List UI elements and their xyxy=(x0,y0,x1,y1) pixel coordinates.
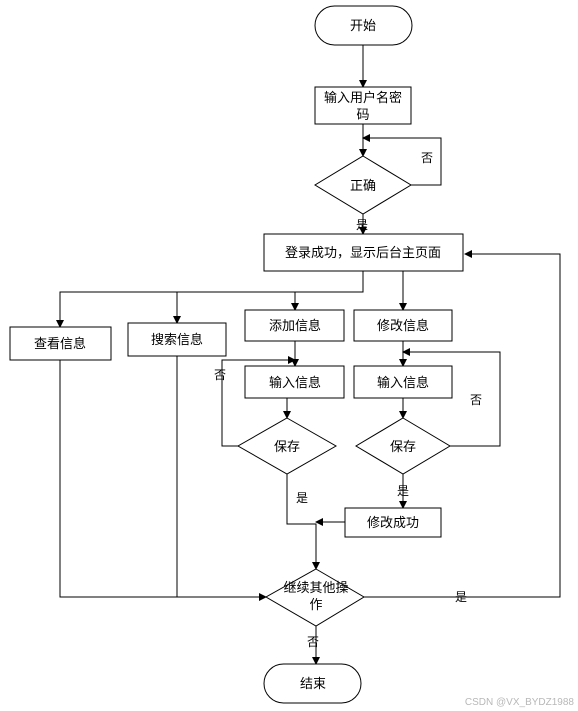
input-user-label-line2: 码 xyxy=(356,108,369,123)
node-view-info: 查看信息 xyxy=(9,326,112,361)
node-end: 结束 xyxy=(263,663,362,704)
input-info-modify-label: 输入信息 xyxy=(377,375,429,391)
modify-info-box xyxy=(353,309,453,342)
node-add-info: 添加信息 xyxy=(244,309,345,342)
edge-save-add-yes xyxy=(286,474,320,570)
continue-diamond xyxy=(264,568,365,627)
node-input-user: 输入用户名密 码 xyxy=(314,86,412,125)
edge-label-no-login: 否 xyxy=(421,151,433,165)
search-info-box xyxy=(127,322,227,357)
start-terminator xyxy=(314,5,413,46)
node-save-add: 保存 xyxy=(236,417,338,475)
continue-label-line2: 作 xyxy=(309,598,322,613)
input-info-add-label: 输入信息 xyxy=(269,375,321,391)
node-modify-info: 修改信息 xyxy=(353,309,453,342)
add-info-box xyxy=(244,309,345,342)
node-check-correct: 正确 xyxy=(314,155,412,215)
edge-label-yes-save-add: 是 xyxy=(296,491,308,505)
start-label: 开始 xyxy=(350,19,376,34)
edge-check-no-loop xyxy=(362,134,442,186)
modify-info-label: 修改信息 xyxy=(377,318,429,334)
edge-label-yes-login: 是 xyxy=(356,218,368,232)
node-modify-success: 修改成功 xyxy=(344,507,442,538)
input-user-label-line1: 输入用户名密 xyxy=(324,90,402,106)
node-search-info: 搜索信息 xyxy=(127,322,227,357)
edge-save-add-no xyxy=(221,356,296,447)
node-input-info-modify: 输入信息 xyxy=(353,365,453,399)
save-modify-diamond xyxy=(355,417,451,475)
node-save-modify: 保存 xyxy=(355,417,451,475)
node-login-success: 登录成功，显示后台主页面 xyxy=(263,233,464,272)
edge-label-yes-save-modify: 是 xyxy=(397,484,409,498)
node-input-info-add: 输入信息 xyxy=(244,365,345,399)
connectors xyxy=(56,45,561,665)
search-info-label: 搜索信息 xyxy=(151,332,203,348)
check-correct-diamond xyxy=(314,155,412,215)
node-start: 开始 xyxy=(314,5,413,46)
input-info-modify-box xyxy=(353,365,453,399)
watermark-text: CSDN @VX_BYDZ1988 xyxy=(465,697,575,708)
save-add-diamond xyxy=(236,417,338,475)
continue-label-line1: 继续其他操 xyxy=(283,580,348,596)
input-info-add-box xyxy=(244,365,345,399)
save-add-label: 保存 xyxy=(274,440,300,455)
edge-login-view xyxy=(56,271,364,328)
view-info-label: 查看信息 xyxy=(34,336,86,352)
save-modify-label: 保存 xyxy=(390,440,416,455)
input-user-box xyxy=(314,86,412,125)
end-terminator xyxy=(263,663,362,704)
modify-success-label: 修改成功 xyxy=(367,516,419,531)
edge-view-continue xyxy=(59,360,267,601)
edge-label-no-save-add: 否 xyxy=(214,368,226,382)
end-label: 结束 xyxy=(300,677,326,692)
edge-label-no-save-modify: 否 xyxy=(470,393,482,407)
node-continue: 继续其他操 作 xyxy=(264,568,365,627)
view-info-box xyxy=(9,326,112,361)
edge-continue-yes-loop xyxy=(364,250,561,598)
modify-success-box xyxy=(344,507,442,538)
login-success-label: 登录成功，显示后台主页面 xyxy=(285,246,441,261)
edge-label-no-continue: 否 xyxy=(307,635,319,649)
add-info-label: 添加信息 xyxy=(269,318,321,334)
check-correct-label: 正确 xyxy=(350,179,376,194)
edge-label-yes-continue: 是 xyxy=(455,590,467,604)
login-success-box xyxy=(263,233,464,272)
edge-save-modify-no xyxy=(402,348,501,447)
